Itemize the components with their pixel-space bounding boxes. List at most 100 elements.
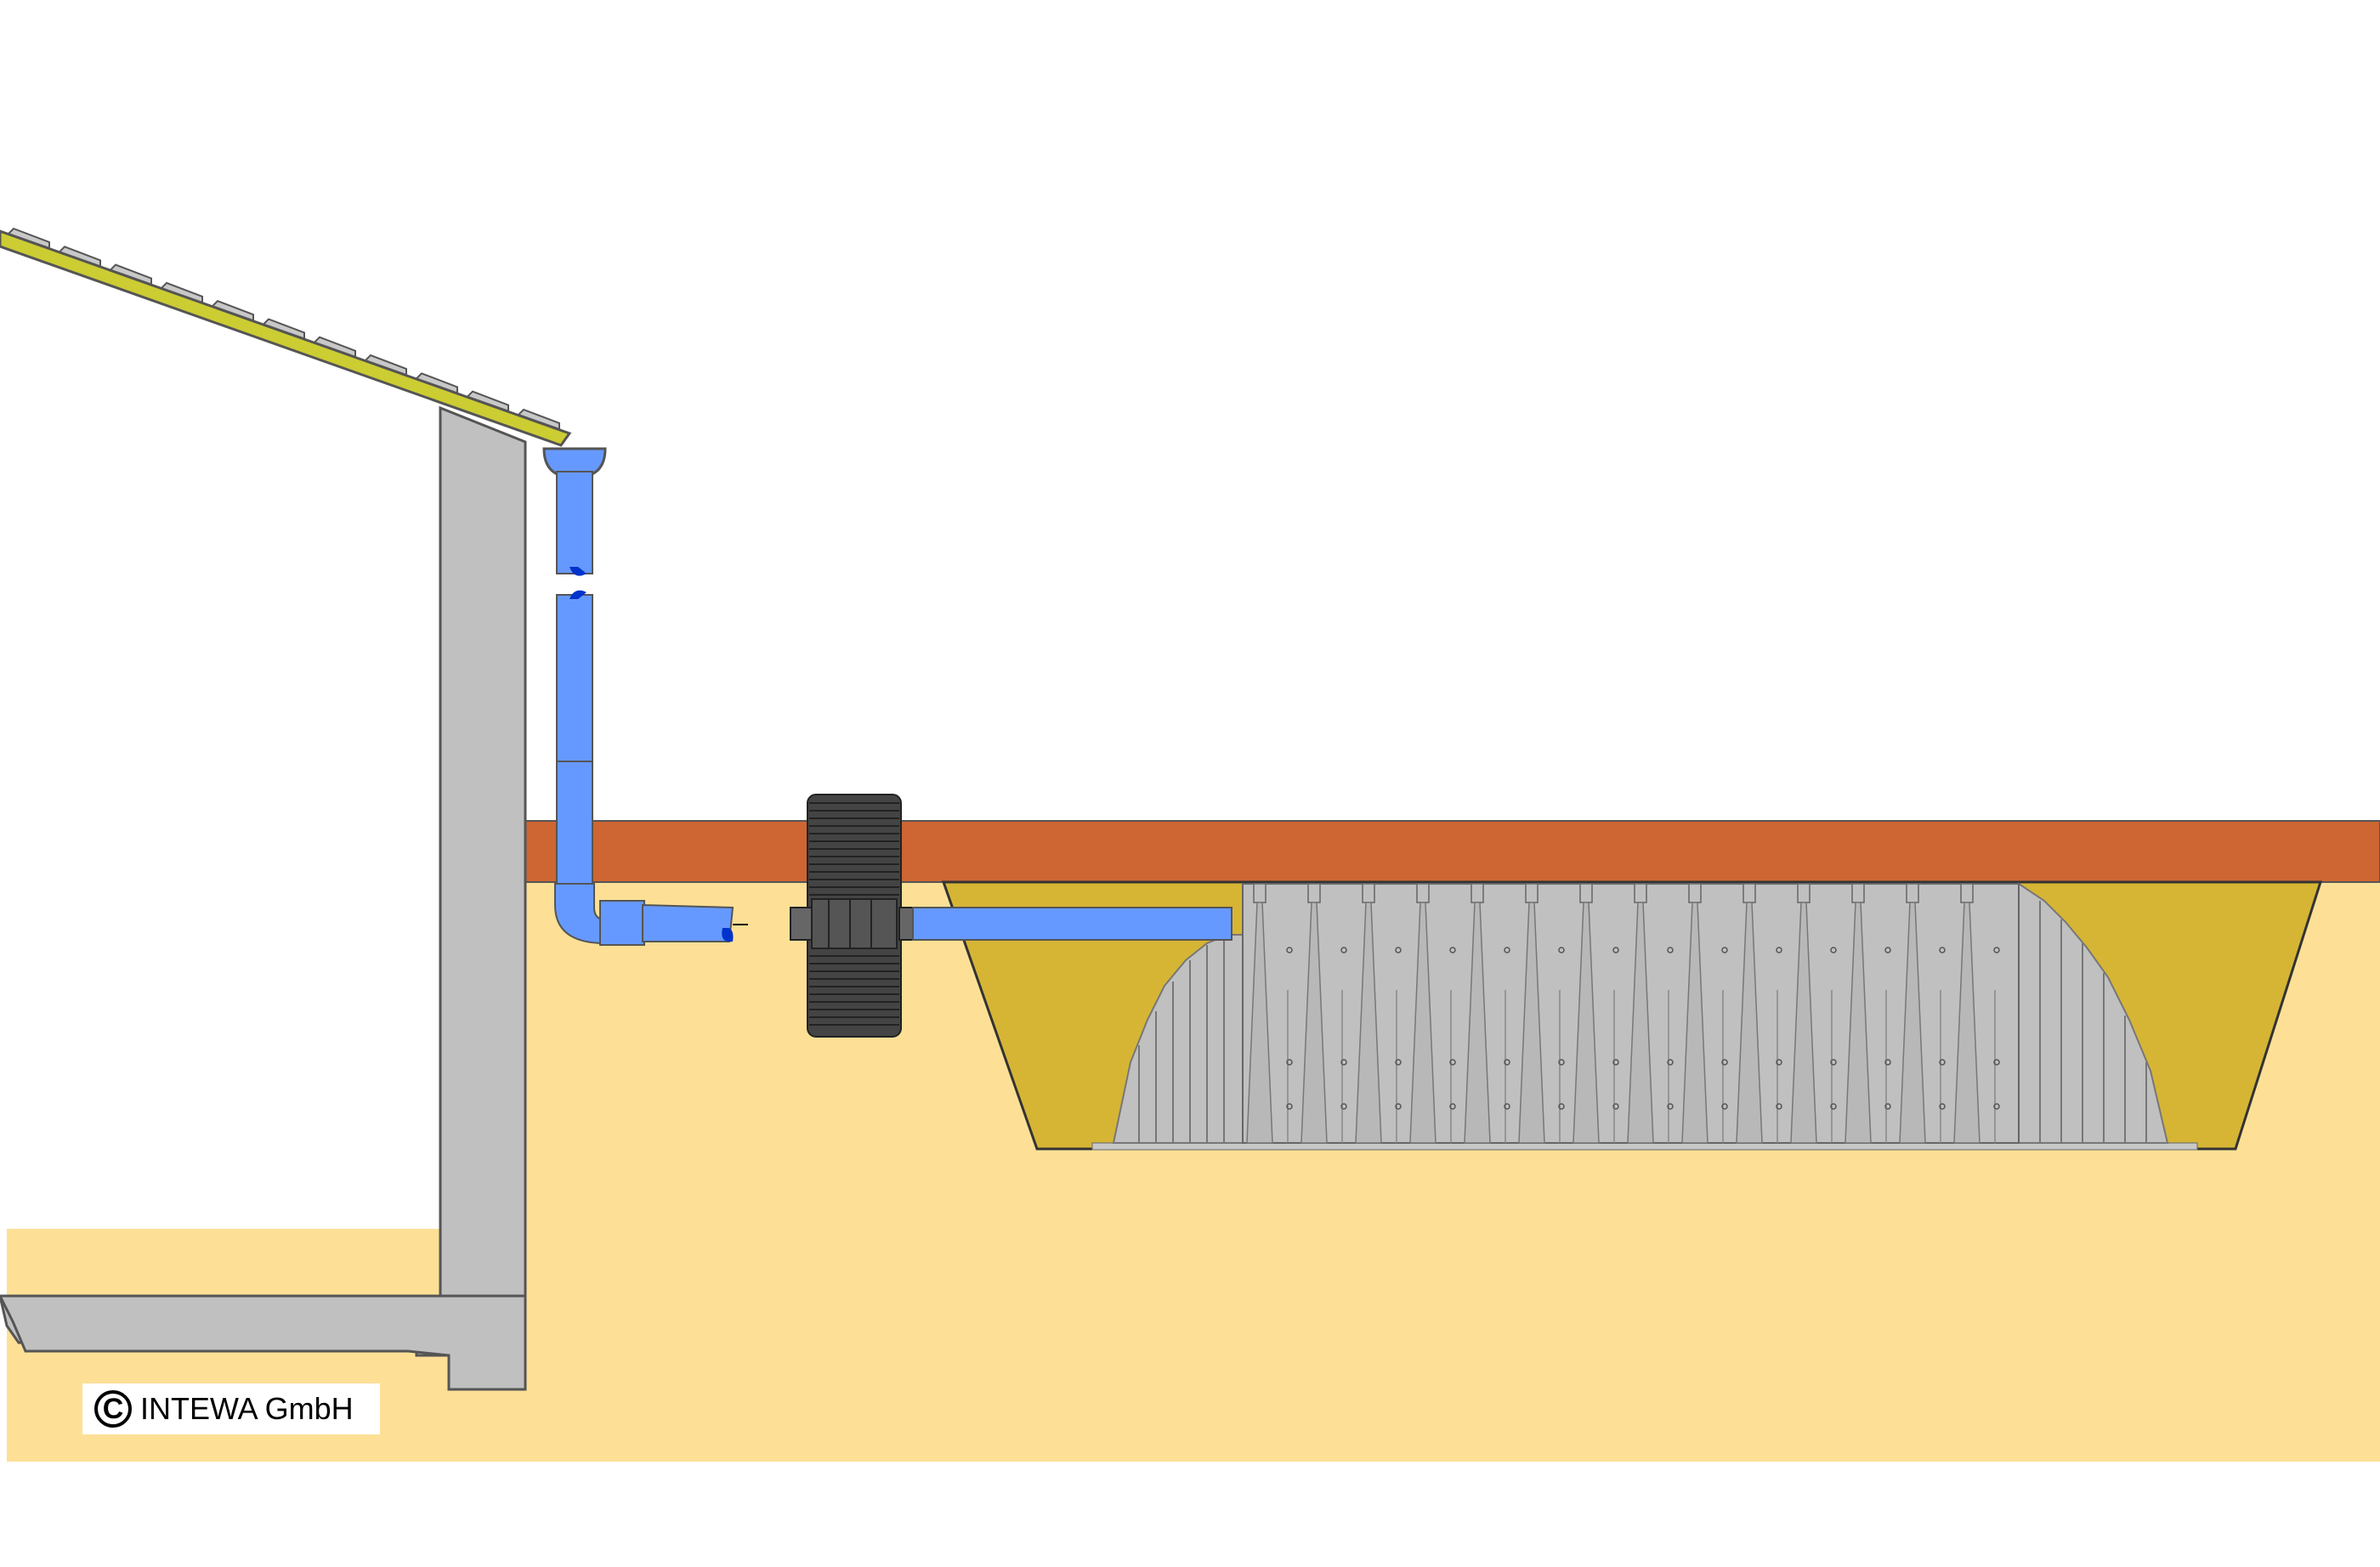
tank-rib <box>1355 902 1382 1144</box>
pipe-socket <box>599 900 645 946</box>
roof-tile <box>517 408 560 431</box>
tank-top-lug <box>1906 883 1919 903</box>
tank-bolt <box>1884 1103 1891 1110</box>
tank-top-lug <box>1470 883 1484 903</box>
roof-tile <box>160 281 203 304</box>
tank-bolt <box>1612 1059 1619 1066</box>
pit-base <box>1091 1142 2198 1151</box>
tank-top-lug <box>1797 883 1810 903</box>
outlet-pipe <box>912 907 1232 941</box>
tank-bolt <box>1939 1059 1946 1066</box>
inlet-water-drop-icon <box>722 928 734 942</box>
downpipe-break-water-drop-icon <box>570 567 586 576</box>
tank-bolt <box>1776 1059 1782 1066</box>
tank-rib <box>1464 902 1491 1144</box>
downpipe-lower <box>556 594 593 889</box>
tank-bolt <box>1340 947 1347 953</box>
copyright-icon: C <box>94 1390 132 1428</box>
tank-bolt <box>1993 1103 2000 1110</box>
tank-bolt <box>1993 947 2000 953</box>
downpipe-upper <box>556 471 593 574</box>
tank-top-lug <box>1742 883 1756 903</box>
roof-tile <box>415 372 458 394</box>
tank-bolt <box>1449 1103 1456 1110</box>
tank-top-lug <box>1579 883 1593 903</box>
copyright-text: INTEWA GmbH <box>140 1391 354 1426</box>
tank-bolt <box>1721 1103 1728 1110</box>
tank-rib <box>1572 902 1600 1144</box>
tank-bolt <box>1449 947 1456 953</box>
foundation-slab <box>0 1294 527 1391</box>
tank-bolt <box>1395 947 1402 953</box>
tank-bolt <box>1504 1059 1510 1066</box>
tank-bolt <box>1286 1103 1293 1110</box>
tank-top-lug <box>1416 883 1430 903</box>
tank-bolt <box>1776 947 1782 953</box>
tank-top-lug <box>1960 883 1974 903</box>
tank-bolt <box>1286 1059 1293 1066</box>
roof-tile <box>7 227 50 250</box>
tank-bolt <box>1395 1059 1402 1066</box>
roof <box>0 229 572 447</box>
tank-rib <box>1681 902 1708 1144</box>
tank-bolt <box>1721 947 1728 953</box>
tank-bolt <box>1558 1103 1565 1110</box>
tank-rib <box>1844 902 1872 1144</box>
tank-bolt <box>1993 1059 2000 1066</box>
tank-bolt <box>1340 1059 1347 1066</box>
roof-tile <box>211 300 254 322</box>
roof-tile <box>364 354 407 376</box>
tank-bolt <box>1830 1103 1837 1110</box>
tank-bolt <box>1340 1103 1347 1110</box>
tank-top-lug <box>1688 883 1702 903</box>
tank-rib <box>1953 902 1980 1144</box>
topsoil-layer <box>524 820 2380 883</box>
tank-top-lug <box>1253 883 1266 903</box>
tank-top-lug <box>1362 883 1375 903</box>
tank-rib <box>1409 902 1436 1144</box>
roof-tile <box>466 390 509 413</box>
filter-unit <box>790 794 914 1038</box>
tank-bolt <box>1776 1103 1782 1110</box>
tank-top-lug <box>1307 883 1321 903</box>
tank-bolt <box>1884 947 1891 953</box>
roof-tile <box>58 246 101 268</box>
tank-bolt <box>1939 947 1946 953</box>
tank-rib <box>1300 902 1328 1144</box>
tank-bolt <box>1884 1059 1891 1066</box>
tank-rib <box>1899 902 1926 1144</box>
tank-side-right <box>2018 882 2169 1144</box>
roof-tile <box>262 318 305 340</box>
tank-bolt <box>1667 1059 1674 1066</box>
roof-tile <box>313 336 356 359</box>
tank-bolt <box>1612 1103 1619 1110</box>
tank-bolt <box>1558 1059 1565 1066</box>
tank-side-left <box>1112 934 1244 1144</box>
tank-bolt <box>1612 947 1619 953</box>
tank-top-lug <box>1525 883 1538 903</box>
copyright-label: C INTEWA GmbH <box>82 1383 380 1434</box>
tank-bolt <box>1830 947 1837 953</box>
tank-rib <box>1246 902 1273 1144</box>
tank-bolt <box>1286 947 1293 953</box>
tank-rib <box>1736 902 1763 1144</box>
tank-bolt <box>1721 1059 1728 1066</box>
tank-bolt <box>1830 1059 1837 1066</box>
tank-rib <box>1518 902 1545 1144</box>
tank-bolt <box>1667 947 1674 953</box>
tank-top-lug <box>1634 883 1647 903</box>
tank-ribs <box>1246 883 2000 1144</box>
tank-bolt <box>1395 1103 1402 1110</box>
roof-tiles <box>7 227 560 431</box>
tank-bolt <box>1667 1103 1674 1110</box>
tank-rib <box>1627 902 1654 1144</box>
tank-bolt <box>1449 1059 1456 1066</box>
tank-top-lug <box>1851 883 1865 903</box>
tank-rib <box>1790 902 1817 1144</box>
downpipe-break-water-drop-icon-2 <box>570 590 586 599</box>
tank-bolt <box>1504 947 1510 953</box>
inlet-pipe <box>642 903 734 942</box>
tank-bolt <box>1939 1103 1946 1110</box>
tank-bolt <box>1558 947 1565 953</box>
